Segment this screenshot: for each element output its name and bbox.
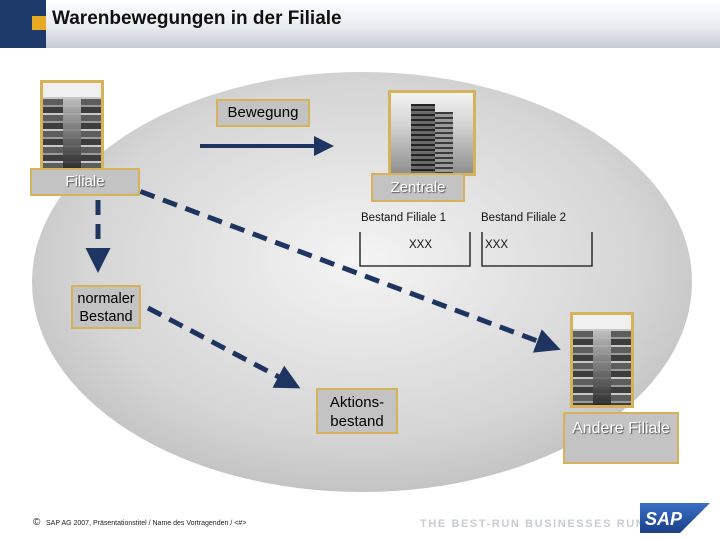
header-accent-square bbox=[32, 16, 46, 30]
promo-stock-text: Aktions-bestand bbox=[329, 394, 385, 430]
sap-logo-text: SAP bbox=[645, 509, 683, 529]
stock-branch1-value: XXX bbox=[409, 239, 433, 251]
headquarters-label: Zentrale bbox=[371, 173, 465, 202]
branch-label: Filiale bbox=[30, 168, 140, 196]
bracket-stock-branch2 bbox=[481, 232, 593, 267]
arrow-branch-to-other-branch bbox=[117, 180, 561, 353]
background-oval bbox=[32, 72, 692, 492]
footer-slogan: THE BEST-RUN BUSINESSES RUN SAP bbox=[420, 518, 678, 530]
slide-title: Warenbewegungen in der Filiale bbox=[52, 8, 342, 29]
normal-stock-label: normaler Bestand bbox=[71, 285, 141, 329]
movement-label: Bewegung bbox=[216, 99, 310, 127]
branch-store-photo bbox=[40, 80, 104, 171]
sap-logo: SAP bbox=[640, 503, 710, 533]
normal-stock-text: normaler Bestand bbox=[77, 291, 135, 325]
stock-branch2-value: XXX bbox=[485, 239, 509, 251]
other-branch-text: Andere Filiale bbox=[572, 420, 670, 437]
stock-branch1-label: Bestand Filiale 1 bbox=[361, 212, 447, 224]
bracket-stock-branch1 bbox=[359, 232, 471, 267]
arrow-normal-to-promo-stock bbox=[146, 305, 301, 389]
promo-stock-label: Aktions-bestand bbox=[316, 388, 398, 434]
copyright-symbol: © bbox=[33, 517, 41, 528]
other-branch-label: Andere Filiale bbox=[563, 412, 679, 464]
slide-header: Warenbewegungen in der Filiale bbox=[0, 0, 720, 48]
stock-branch2-label: Bestand Filiale 2 bbox=[481, 212, 567, 224]
other-branch-store-photo bbox=[570, 312, 634, 408]
footer-copyright: SAP AG 2007, Präsentationstitel / Name d… bbox=[46, 520, 247, 527]
headquarters-building-photo bbox=[388, 90, 476, 176]
